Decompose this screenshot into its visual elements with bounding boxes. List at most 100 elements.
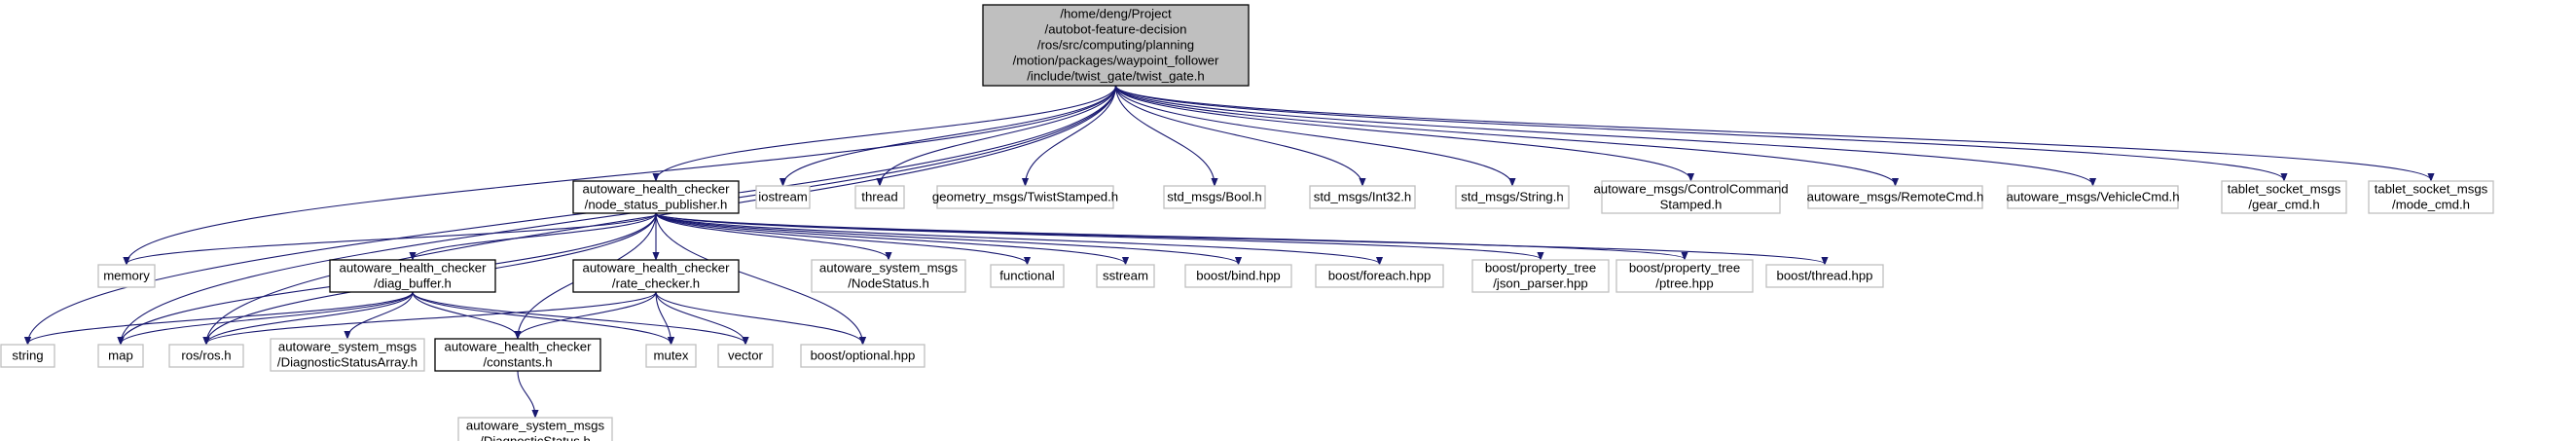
edge-rate_checker-to-vector [655,291,745,344]
node-sstream[interactable]: sstream [1096,264,1155,288]
node-string[interactable]: string [0,344,55,368]
node-box [1455,185,1570,209]
edge-node_status_publisher-to-optional [655,212,863,344]
node-box [717,344,774,368]
node-vector[interactable]: vector [717,344,774,368]
node-label-line: autoware_health_checker [582,182,730,197]
node-box [854,185,905,209]
node-memory[interactable]: memory [97,264,156,288]
node-label-line: boost/thread.hpp [1777,269,1873,283]
node-label-line: vector [728,349,764,363]
node-int32[interactable]: std_msgs/Int32.h [1309,185,1416,209]
node-vehicle-cmd[interactable]: autoware_msgs/VehicleCmd.h [2006,185,2180,209]
edge-diag_buffer-to-ros [206,291,414,344]
node-node-status-publisher[interactable]: autoware_health_checker/node_status_publ… [572,180,740,214]
node-box [2221,180,2347,214]
edge-rate_checker-to-mutex [655,291,671,344]
node-box [1309,185,1416,209]
node-string-h[interactable]: std_msgs/String.h [1455,185,1570,209]
edge-twist_gate-to-remote_cmd [1114,85,1896,185]
edge-twist_gate-to-memory [127,85,1117,264]
edge-constants-to-diag_status [517,370,535,417]
node-iostream[interactable]: iostream [755,185,811,209]
node-label-line: tablet_socket_msgs [2228,182,2341,197]
edge-node_status_publisher-to-node_status [655,212,889,259]
node-map[interactable]: map [97,344,144,368]
node-foreach[interactable]: boost/foreach.hpp [1315,264,1444,288]
edge-node_status_publisher-to-boost_thread [655,212,1825,264]
node-remote-cmd[interactable]: autoware_msgs/RemoteCmd.h [1807,185,1984,209]
node-diag-status-array[interactable]: autoware_system_msgs/DiagnosticStatusArr… [270,338,425,372]
edge-diag_buffer-to-map [121,291,414,344]
node-label-line: /include/twist_gate/twist_gate.h [1027,69,1205,84]
node-diag-status[interactable]: autoware_system_msgs/DiagnosticStatus.h [457,417,613,441]
node-label-line: thread [861,190,897,204]
node-twist-gate[interactable]: /home/deng/Project/autobot-feature-decis… [982,4,1250,87]
node-mode-cmd[interactable]: tablet_socket_msgs/mode_cmd.h [2368,180,2494,214]
node-label-line: iostream [758,190,808,204]
node-label-line: /rate_checker.h [612,276,700,291]
node-box [1615,259,1754,293]
node-label-line: Stamped.h [1660,198,1723,212]
node-label-line: /DiagnosticStatus.h [480,434,591,441]
node-optional[interactable]: boost/optional.hpp [800,344,925,368]
node-label-line: /ros/src/computing/planning [1037,38,1194,53]
node-box [457,417,613,441]
node-constants[interactable]: autoware_health_checker/constants.h [434,338,601,372]
node-node-status[interactable]: autoware_system_msgs/NodeStatus.h [811,259,966,293]
node-ros[interactable]: ros/ros.h [168,344,244,368]
node-bool[interactable]: std_msgs/Bool.h [1163,185,1266,209]
edge-twist_gate-to-vehicle_cmd [1114,85,2093,185]
edge-layer [28,85,2432,417]
node-label-line: autoware_system_msgs [466,419,605,433]
node-box [270,338,425,372]
edge-diag_buffer-to-string [28,291,414,344]
node-box [97,264,156,288]
node-label-line: /node_status_publisher.h [585,198,728,212]
node-label-line: autoware_health_checker [444,340,592,354]
node-mutex[interactable]: mutex [645,344,697,368]
edge-rate_checker-to-ros [206,291,657,344]
node-json-parser[interactable]: boost/property_tree/json_parser.hpp [1471,259,1610,293]
edge-node_status_publisher-to-sstream [655,212,1126,264]
node-gear-cmd[interactable]: tablet_socket_msgs/gear_cmd.h [2221,180,2347,214]
node-label-line: boost/bind.hpp [1196,269,1281,283]
node-label-line: memory [103,269,150,283]
node-label-line: /ptree.hpp [1655,276,1713,291]
node-label-line: /diag_buffer.h [374,276,452,291]
edge-twist_gate-to-mode_cmd [1114,85,2432,180]
node-box [434,338,601,372]
node-label-line: autoware_system_msgs [819,261,959,276]
node-box [645,344,697,368]
node-twist-stamped[interactable]: geometry_msgs/TwistStamped.h [932,185,1118,209]
node-box [2007,185,2179,209]
edge-diag_buffer-to-constants [412,291,518,338]
node-functional[interactable]: functional [990,264,1065,288]
node-box [2368,180,2494,214]
node-box [800,344,925,368]
edge-node_status_publisher-to-functional [655,212,1028,264]
node-label-line: autoware_health_checker [339,261,487,276]
node-label-line: boost/foreach.hpp [1328,269,1432,283]
edge-node_status_publisher-to-bind [655,212,1239,264]
node-label-line: /mode_cmd.h [2392,198,2470,212]
node-bind[interactable]: boost/bind.hpp [1184,264,1292,288]
node-box [97,344,144,368]
node-box [982,4,1250,87]
node-diag-buffer[interactable]: autoware_health_checker/diag_buffer.h [329,259,496,293]
node-ptree[interactable]: boost/property_tree/ptree.hpp [1615,259,1754,293]
node-label-line: std_msgs/String.h [1461,190,1564,204]
edge-twist_gate-to-gear_cmd [1114,85,2285,180]
node-label-line: autoware_msgs/ControlCommand [1593,182,1788,197]
edge-twist_gate-to-iostream [783,85,1117,185]
edge-diag_buffer-to-mutex [412,291,671,344]
node-thread[interactable]: thread [854,185,905,209]
edge-node_status_publisher-to-foreach [655,212,1380,264]
node-rate-checker[interactable]: autoware_health_checker/rate_checker.h [572,259,740,293]
node-label-line: /json_parser.hpp [1493,276,1588,291]
node-boost-thread[interactable]: boost/thread.hpp [1765,264,1884,288]
node-layer: /home/deng/Project/autobot-feature-decis… [0,4,2494,441]
node-box [329,259,496,293]
